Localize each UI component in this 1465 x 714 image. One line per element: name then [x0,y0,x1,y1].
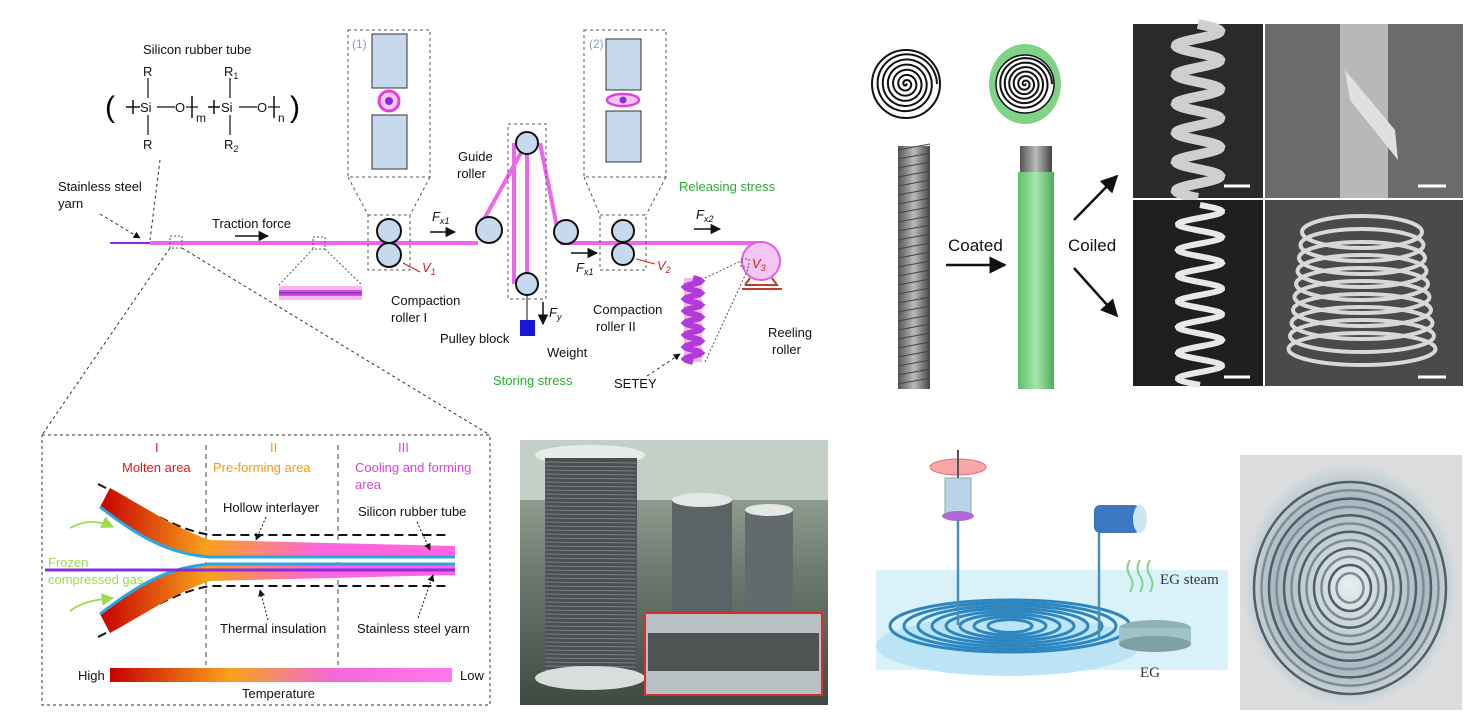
compaction-roller-2-label-1: Compaction [593,302,662,317]
inset-1-frame [347,29,431,178]
pulley-frame [507,123,547,300]
frozen-gas-label-2: compressed gas [48,572,144,587]
formula-r-bottom: R [143,137,152,152]
weight-label: Weight [547,345,588,360]
coated-yarn-rod [1018,172,1054,389]
zone-1-number: I [155,440,159,455]
zone-3-name-2: area [355,477,382,492]
formula-r2: R2 [224,137,238,154]
compaction-roller-2-label-2: roller II [596,319,636,334]
zone-2-number: II [270,440,277,455]
v3-label: V3 [752,256,766,273]
reeling-roller [741,241,781,281]
formula-open-paren: ( [105,91,115,124]
spool-photo [520,440,828,705]
chemical-formula: ( ) Si R R O m Si R1 R2 O n [105,64,300,154]
process-diagram: Silicon rubber tube ( ) Si R R O m Si R1… [58,29,812,391]
formula-r-top: R [143,64,152,79]
stainless-steel-yarn-label: Stainless steel yarn [357,621,470,636]
silicon-rubber-tube-label: Silicon rubber tube [358,504,466,519]
hollow-interlayer-label: Hollow interlayer [223,500,320,515]
frozen-gas-label-1: Frozen [48,555,88,570]
formula-close-paren: ) [290,91,300,124]
storing-stress-label: Storing stress [493,373,573,388]
thermal-insulation-label: Thermal insulation [220,621,326,636]
temperature-label: Temperature [242,686,315,701]
stainless-yarn-label-1: Stainless steel [58,179,142,194]
zone-1-name: Molten area [122,460,191,475]
eg-steam-label: EG steam [1160,572,1219,588]
silicon-rubber-title: Silicon rubber tube [143,42,251,57]
die-cross-section: I Molten area II Pre-forming area III Co… [41,434,491,706]
guide-roller [475,216,503,244]
guide-roller-label-2: roller [457,166,487,181]
eg-label: EG [1140,665,1160,681]
formula-si-1: Si [140,100,152,115]
temp-low-label: Low [460,668,484,683]
fy-label: Fy [549,305,562,322]
fx1-label-2: Fx1 [576,260,593,277]
bare-yarn-rod [898,146,930,389]
setey-helix [680,275,706,365]
formula-n: n [278,111,285,125]
fx2-label: Fx2 [696,207,713,224]
temperature-gradient-bar [110,668,452,682]
eg-fabrication-panel: EG steam EG [876,450,1462,710]
pulley-wheel [515,272,539,296]
pulley-block-label: Pulley block [440,331,510,346]
zone-2-name: Pre-forming area [213,460,311,475]
zone-3-name-1: Cooling and forming [355,460,471,475]
formula-m: m [196,111,206,125]
compaction-roller-1-top [376,218,402,244]
stainless-yarn-label-2: yarn [58,196,83,211]
fx1-label-1: Fx1 [432,209,449,226]
reeling-roller-label-1: Reeling [768,325,812,340]
inset-1-label: (1) [352,37,367,51]
setey-label: SETEY [614,376,657,391]
inset-2-label: (2) [589,37,604,51]
weight-block [520,320,535,336]
compaction-roller-1-bottom [376,242,402,268]
coiled-label: Coiled [1068,236,1116,255]
coated-label: Coated [948,236,1003,255]
reeling-roller-label-2: roller [772,342,802,357]
thread-spool [1094,505,1140,533]
coating-coiling-panel: Coated Coiled [871,19,1463,389]
compaction-roller-2-bottom [611,242,635,266]
releasing-stress-label: Releasing stress [679,179,776,194]
inset-2-frame [583,29,667,178]
compaction-roller-1-label-1: Compaction [391,293,460,308]
zone-3-number: III [398,440,409,455]
v2-label: V2 [657,258,671,275]
compaction-roller-1-label-2: roller I [391,310,427,325]
formula-o-2: O [257,100,267,115]
formula-si-2: Si [221,100,233,115]
formula-r1: R1 [224,64,238,81]
guide-roller-label-1: Guide [458,149,493,164]
compaction-roller-2-top [611,219,635,243]
formula-o-1: O [175,100,185,115]
traction-force-label: Traction force [212,216,291,231]
v1-label: V1 [422,260,436,277]
temp-high-label: High [78,668,105,683]
